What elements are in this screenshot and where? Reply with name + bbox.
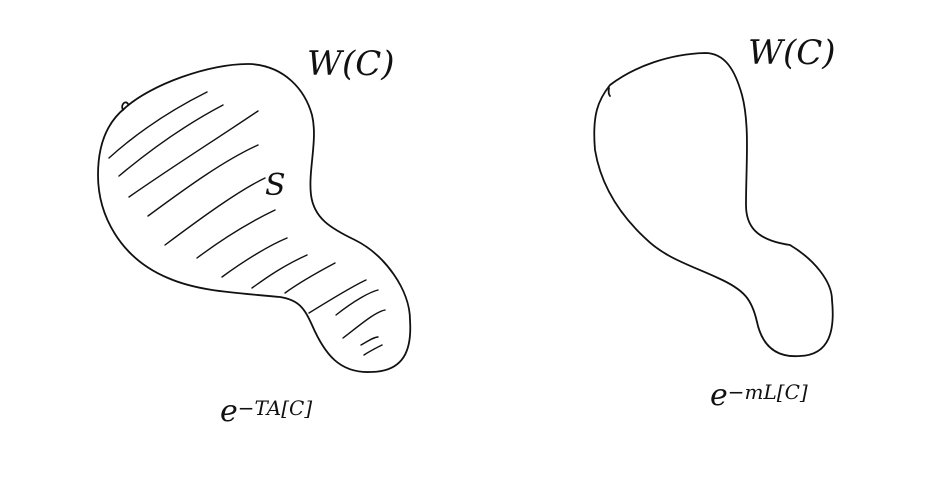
right-loop-label: W(C) — [748, 33, 836, 73]
perimeter-law-base: e — [710, 378, 728, 413]
surface-hatching — [108, 91, 386, 356]
left-wilson-loop — [97, 63, 412, 373]
area-law-base: e — [220, 394, 238, 429]
perimeter-law-exponent: −mL[C] — [727, 380, 808, 404]
area-law-exponent: −TA[C] — [237, 396, 313, 420]
right-wilson-loop — [593, 52, 834, 358]
perimeter-law-weight: e−mL[C] — [710, 378, 808, 413]
left-loop-label: W(C) — [307, 44, 395, 84]
area-law-weight: e−TA[C] — [220, 394, 312, 429]
surface-label: S — [265, 168, 286, 203]
